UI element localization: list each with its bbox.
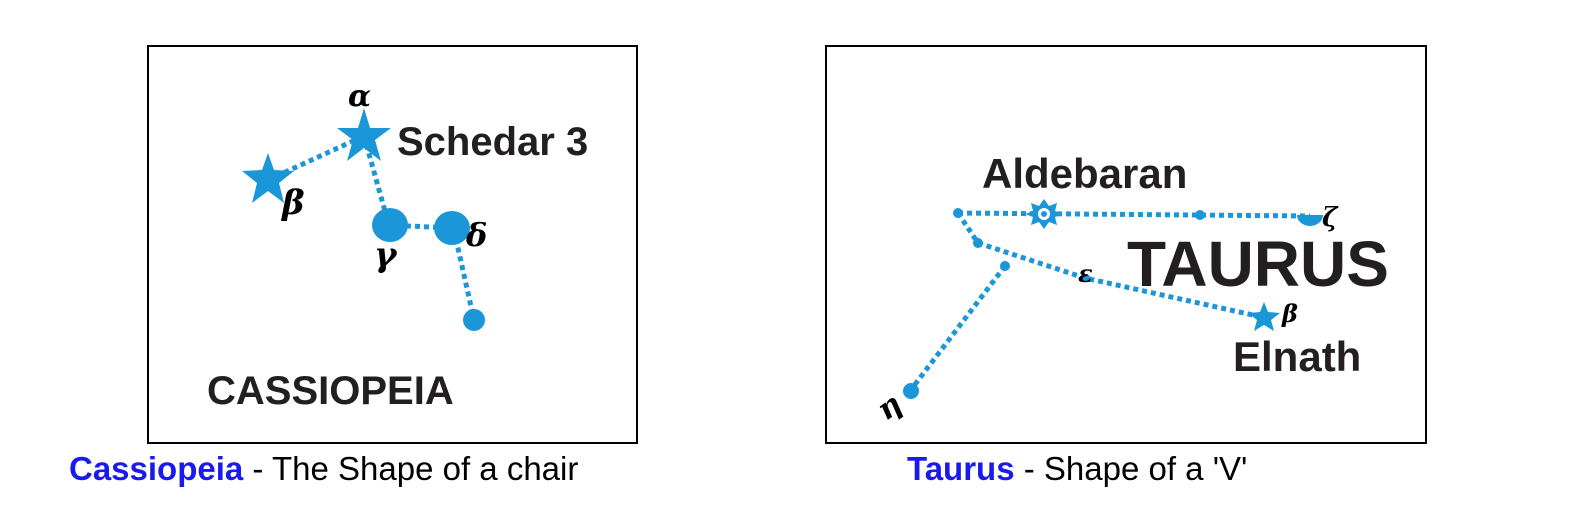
taur-greek-beta: β	[1281, 299, 1298, 328]
taurus-caption-text: - Shape of a 'V'	[1014, 450, 1248, 487]
taur-star-top-end-icon	[1297, 215, 1323, 226]
aldebaran-star-icon	[1025, 199, 1063, 229]
aldebaran-label: Aldebaran	[982, 150, 1187, 197]
cass-greek-beta: β	[280, 183, 305, 223]
cassiopeia-title: CASSIOPEIA	[207, 369, 454, 413]
cass-greek-alpha: α	[348, 79, 371, 114]
cass-greek-delta: δ	[465, 216, 487, 254]
taur-line-to-eta	[908, 264, 1007, 393]
cass-greek-gamma: γ	[374, 235, 398, 275]
cassiopeia-panel	[147, 45, 638, 444]
taur-line-lower	[955, 211, 981, 245]
taur-star-eta-icon	[903, 383, 919, 399]
cass-line-delta-epsilon	[451, 229, 477, 321]
elnath-label: Elnath	[1233, 333, 1361, 380]
taur-greek-eta: η	[871, 387, 909, 428]
schedar-label: Schedar 3	[397, 120, 588, 164]
cassiopeia-caption-text: - The Shape of a chair	[243, 450, 579, 487]
taur-star-branch-icon	[1000, 261, 1010, 271]
taur-star-vertex-icon	[953, 208, 963, 218]
cass-star-alpha-icon	[337, 108, 391, 161]
taurus-caption: Taurus - Shape of a 'V'	[907, 450, 1247, 488]
taur-line-top	[957, 210, 1311, 219]
cass-star-delta-icon	[434, 211, 470, 245]
cass-line-alpha-gamma	[361, 135, 391, 223]
taur-star-lower-icon	[973, 238, 983, 248]
cassiopeia-caption: Cassiopeia - The Shape of a chair	[69, 450, 578, 488]
taurus-title: TAURUS	[1127, 228, 1389, 300]
cass-star-beta-icon	[242, 153, 294, 203]
cassiopeia-caption-name: Cassiopeia	[69, 450, 244, 487]
taurus-caption-name: Taurus	[907, 450, 1015, 487]
cass-star-epsilon-icon	[463, 309, 485, 331]
taur-greek-epsilon: ε	[1078, 259, 1093, 288]
taur-star-epsilon-icon	[1082, 274, 1090, 282]
taurus-panel	[825, 45, 1427, 444]
cass-star-gamma-icon	[372, 208, 408, 242]
taur-star-elnath-icon	[1248, 302, 1280, 331]
taur-star-top-mid-icon	[1195, 210, 1205, 220]
taur-greek-zeta: ζ	[1322, 203, 1339, 233]
